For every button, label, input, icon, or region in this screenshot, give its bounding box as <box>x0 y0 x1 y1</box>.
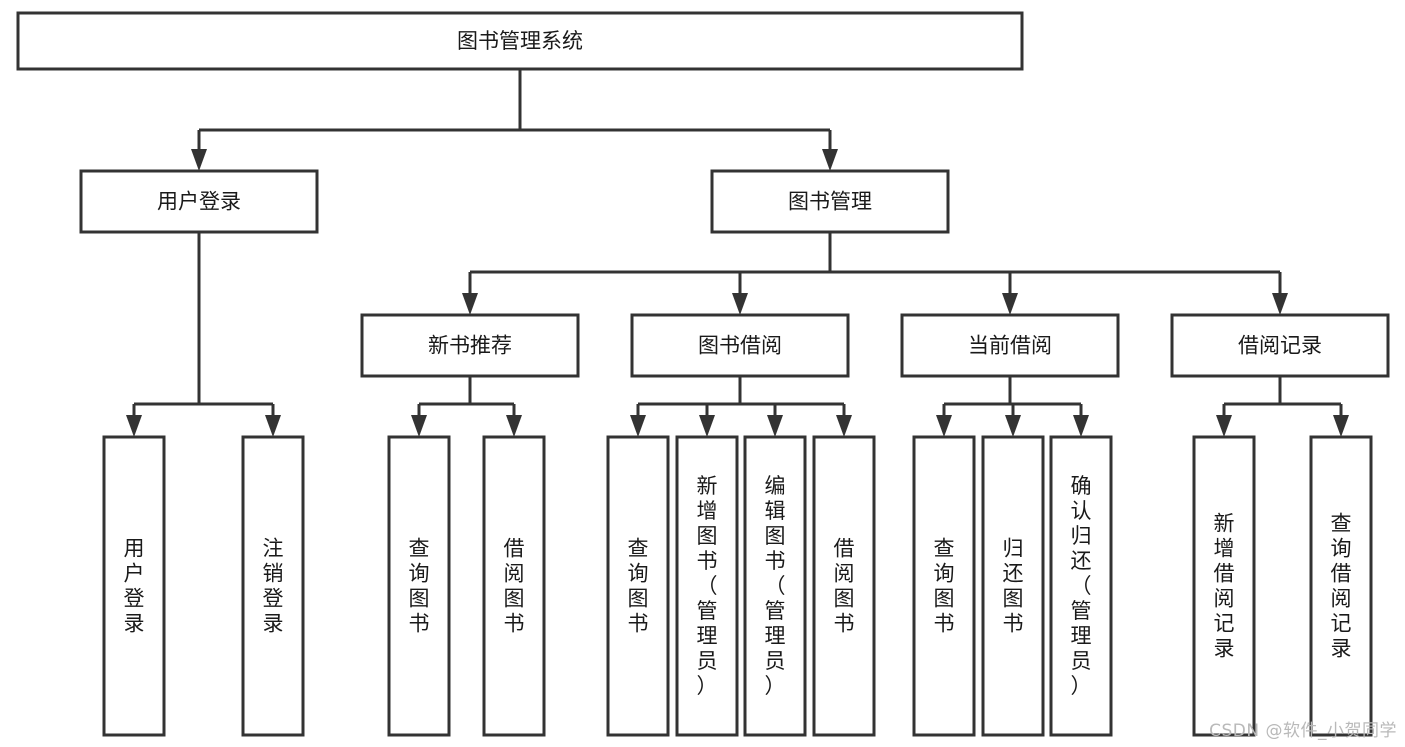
node-box <box>675 435 739 737</box>
node-label: 借阅记录 <box>1238 334 1322 358</box>
node-leaf-query-book-borrow[interactable]: 查询图书 <box>606 435 670 737</box>
arrow-head-icon <box>1002 293 1018 315</box>
arrow-head-icon <box>126 415 142 437</box>
node-book-borrow[interactable]: 图书借阅 <box>630 313 850 378</box>
node-label: 新增图书（管理员） <box>697 474 718 698</box>
nodes-layer: 图书管理系统用户登录图书管理新书推荐图书借阅当前借阅借阅记录用户登录注销登录查询… <box>16 11 1390 737</box>
node-box <box>743 435 807 737</box>
node-box <box>241 435 305 737</box>
node-label: 图书管理 <box>788 190 872 214</box>
node-box <box>812 435 876 737</box>
node-label: 编辑图书（管理员） <box>765 474 786 698</box>
node-label: 注销登录 <box>263 537 284 636</box>
node-box <box>710 169 950 234</box>
arrow-head-icon <box>1073 415 1089 437</box>
arrow-head-icon <box>767 415 783 437</box>
arrow-head-icon <box>1272 293 1288 315</box>
node-box <box>912 435 976 737</box>
arrow-head-icon <box>836 415 852 437</box>
node-box <box>606 435 670 737</box>
arrow-head-icon <box>265 415 281 437</box>
node-label: 查询图书 <box>628 537 649 636</box>
node-label: 归还图书 <box>1003 537 1024 636</box>
node-root[interactable]: 图书管理系统 <box>16 11 1024 71</box>
node-leaf-user-logout[interactable]: 注销登录 <box>241 435 305 737</box>
node-label: 新书推荐 <box>428 334 512 358</box>
node-box <box>981 435 1045 737</box>
node-label: 图书管理系统 <box>457 29 583 53</box>
node-box <box>1309 435 1373 737</box>
node-box <box>630 313 850 378</box>
node-leaf-user-login[interactable]: 用户登录 <box>102 435 166 737</box>
arrow-head-icon <box>630 415 646 437</box>
node-box <box>1049 435 1113 737</box>
arrow-head-icon <box>732 293 748 315</box>
arrow-head-icon <box>699 415 715 437</box>
node-box <box>102 435 166 737</box>
arrow-head-icon <box>462 293 478 315</box>
node-current-borrow[interactable]: 当前借阅 <box>900 313 1120 378</box>
node-label: 新增借阅记录 <box>1214 512 1235 661</box>
node-leaf-add-book[interactable]: 新增图书（管理员） <box>675 435 739 737</box>
node-leaf-add-record[interactable]: 新增借阅记录 <box>1192 435 1256 737</box>
node-label: 查询图书 <box>409 537 430 636</box>
node-box <box>79 169 319 234</box>
arrow-head-icon <box>822 149 838 171</box>
node-borrow-record[interactable]: 借阅记录 <box>1170 313 1390 378</box>
arrow-head-icon <box>936 415 952 437</box>
node-leaf-edit-book[interactable]: 编辑图书（管理员） <box>743 435 807 737</box>
arrow-head-icon <box>1216 415 1232 437</box>
node-leaf-borrow-book[interactable]: 借阅图书 <box>812 435 876 737</box>
node-label: 借阅图书 <box>834 537 855 636</box>
arrow-head-icon <box>1333 415 1349 437</box>
node-leaf-query-book-rec[interactable]: 查询图书 <box>387 435 451 737</box>
node-box <box>1192 435 1256 737</box>
node-leaf-borrow-book-rec[interactable]: 借阅图书 <box>482 435 546 737</box>
node-leaf-return-book[interactable]: 归还图书 <box>981 435 1045 737</box>
node-leaf-confirm-return[interactable]: 确认归还（管理员） <box>1049 435 1113 737</box>
node-label: 查询图书 <box>934 537 955 636</box>
node-box <box>482 435 546 737</box>
node-book-manage[interactable]: 图书管理 <box>710 169 950 234</box>
node-label: 图书借阅 <box>698 334 782 358</box>
arrow-head-icon <box>506 415 522 437</box>
node-label: 借阅图书 <box>504 537 525 636</box>
node-box <box>900 313 1120 378</box>
edges-layer <box>126 69 1349 437</box>
node-box <box>16 11 1024 71</box>
node-box <box>387 435 451 737</box>
node-label: 当前借阅 <box>968 334 1052 358</box>
node-user-login[interactable]: 用户登录 <box>79 169 319 234</box>
arrow-head-icon <box>1005 415 1021 437</box>
node-label: 查询借阅记录 <box>1331 512 1352 661</box>
node-label: 确认归还（管理员） <box>1071 474 1092 698</box>
node-box <box>1170 313 1390 378</box>
node-label: 用户登录 <box>124 537 145 636</box>
node-leaf-query-book-cur[interactable]: 查询图书 <box>912 435 976 737</box>
arrow-head-icon <box>411 415 427 437</box>
node-leaf-query-record[interactable]: 查询借阅记录 <box>1309 435 1373 737</box>
node-new-book-rec[interactable]: 新书推荐 <box>360 313 580 378</box>
node-label: 用户登录 <box>157 190 241 214</box>
arrow-head-icon <box>191 149 207 171</box>
node-box <box>360 313 580 378</box>
